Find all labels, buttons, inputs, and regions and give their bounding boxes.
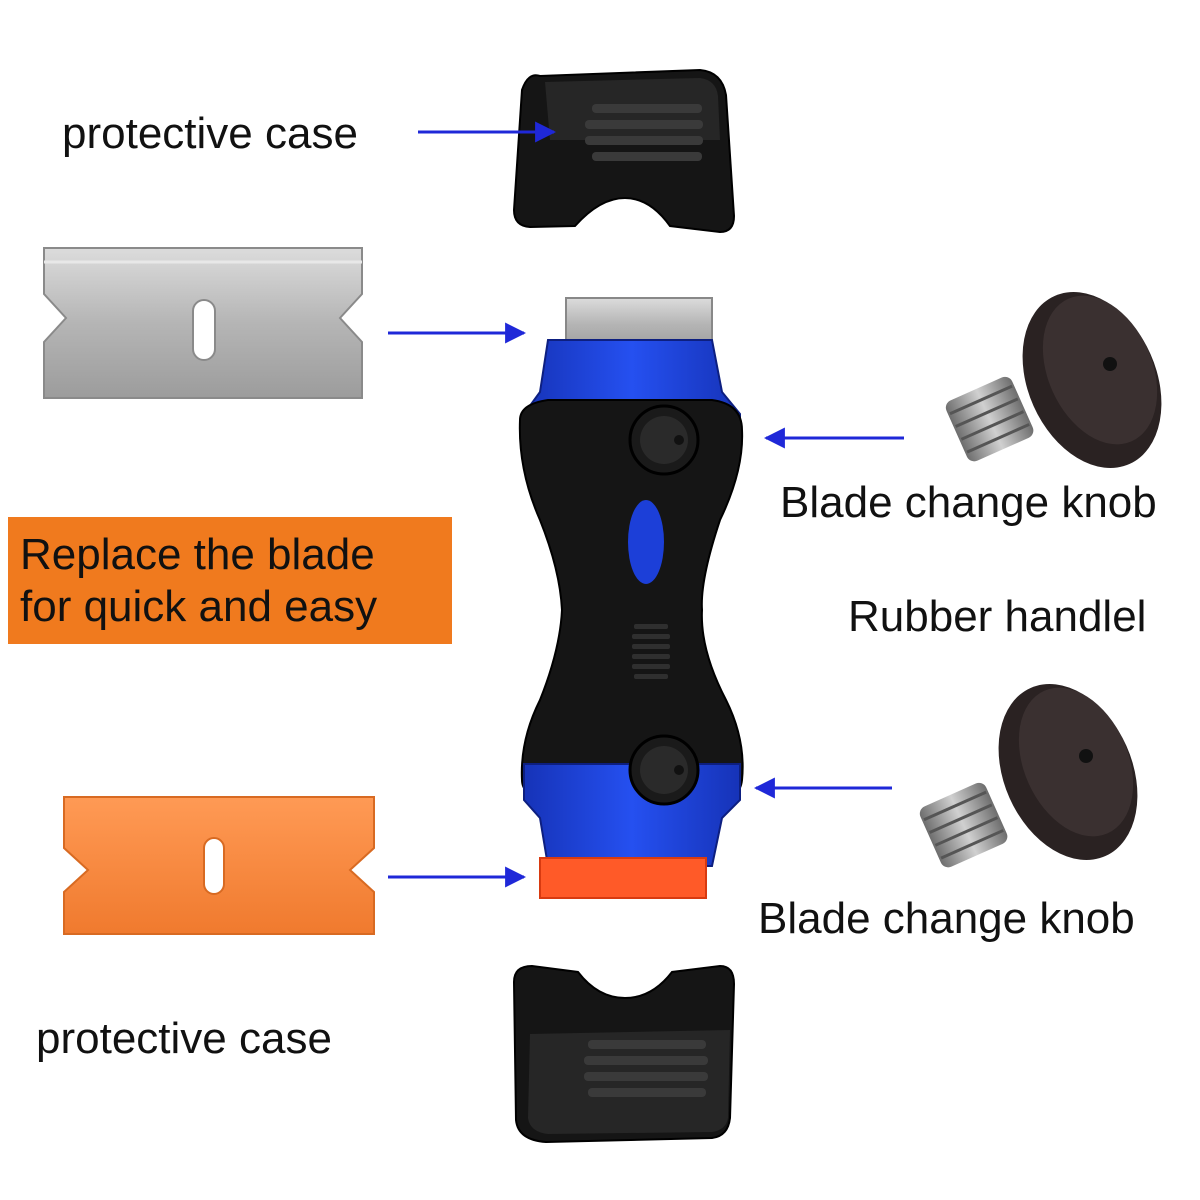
protective-case-top: [512, 68, 736, 234]
label-protective-case-top: protective case: [62, 109, 358, 158]
callout-line-2: for quick and easy: [20, 582, 378, 631]
callout-box: [8, 517, 452, 644]
scraper-tool: [518, 297, 744, 899]
tool-knob-bottom: [628, 734, 700, 806]
knob-part-bottom: [919, 684, 1138, 868]
arrows: [388, 121, 904, 888]
protective-case-bottom: [512, 964, 736, 1144]
callout-replace-blade: Replace the blade for quick and easy: [8, 517, 452, 644]
label-protective-case-bottom: protective case: [36, 1014, 332, 1063]
callout-line-1: Replace the blade: [20, 530, 375, 579]
plastic-blade: [63, 796, 375, 935]
label-blade-change-knob-top: Blade change knob: [780, 478, 1157, 527]
tool-knob-top: [628, 404, 700, 476]
steel-blade: [43, 247, 363, 399]
label-rubber-handle: Rubber handlel: [848, 592, 1147, 641]
label-blade-change-knob-bottom: Blade change knob: [758, 894, 1135, 943]
knob-part-top: [945, 292, 1162, 468]
